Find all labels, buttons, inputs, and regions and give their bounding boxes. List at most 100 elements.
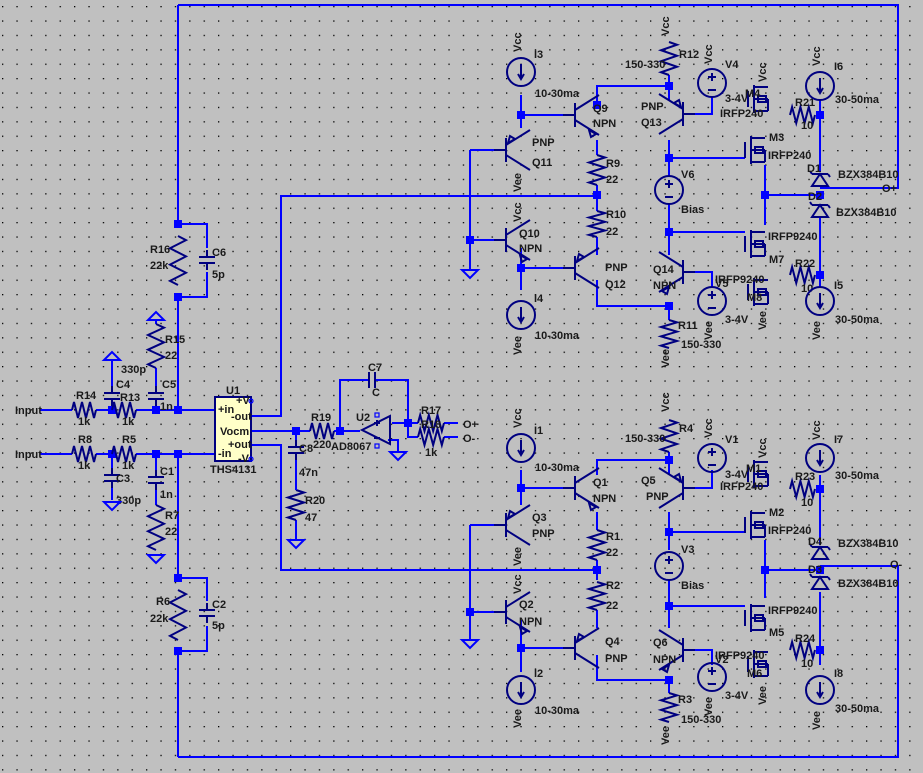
- wire-u1-nout[interactable]: [250, 195, 597, 417]
- mosfet-part: IRFP9240: [715, 650, 765, 662]
- u1-diff-amp[interactable]: U1 +V +in -out Vocm +out -in -V THS4131: [210, 385, 256, 476]
- voltage-source-body: [697, 662, 727, 692]
- wire-c6[interactable]: [178, 223, 208, 298]
- bjt-ref: Q3: [532, 512, 547, 524]
- wire-c2[interactable]: [178, 577, 208, 652]
- plus-minus-icon: [708, 448, 716, 466]
- input-plus-label[interactable]: Input: [15, 405, 42, 417]
- resistor-ref: R7: [165, 510, 179, 522]
- wire-vocm[interactable]: [250, 379, 409, 432]
- voltage-source-v2[interactable]: V23-4V: [697, 654, 749, 702]
- voltage-source-v1[interactable]: V13-4V: [697, 434, 749, 481]
- voltage-source-v5[interactable]: V53-4V: [697, 278, 749, 326]
- wire-feedback-bottom[interactable]: [178, 565, 899, 758]
- capacitor-c7[interactable]: C7C: [368, 362, 382, 399]
- junction-dot: [816, 271, 824, 279]
- net-label-om[interactable]: O-: [890, 559, 903, 571]
- power-net-label: Vcc: [811, 420, 823, 440]
- junction-dot: [174, 293, 182, 301]
- u2-opamp[interactable]: U2 AD8067: [331, 412, 391, 453]
- u1-body[interactable]: [214, 396, 252, 462]
- voltage-source-v4[interactable]: V43-4V: [697, 59, 749, 105]
- voltage-source-ref: V5: [715, 278, 728, 290]
- bjt-base: [494, 138, 507, 162]
- net-label-op[interactable]: O+: [882, 183, 897, 195]
- output-plus-label[interactable]: O+: [463, 419, 478, 431]
- current-source-value: 30-50ma: [835, 314, 880, 326]
- input-minus-label[interactable]: Input: [15, 449, 42, 461]
- wire-u1-pout[interactable]: [250, 444, 597, 571]
- wire-v5: [695, 271, 713, 288]
- resistor-r17[interactable]: R171k: [0, 0, 445, 435]
- output-minus-label[interactable]: O-: [463, 433, 476, 445]
- resistor-value: 1k: [0, 0, 13, 3]
- wire-feedback-top[interactable]: [178, 4, 899, 189]
